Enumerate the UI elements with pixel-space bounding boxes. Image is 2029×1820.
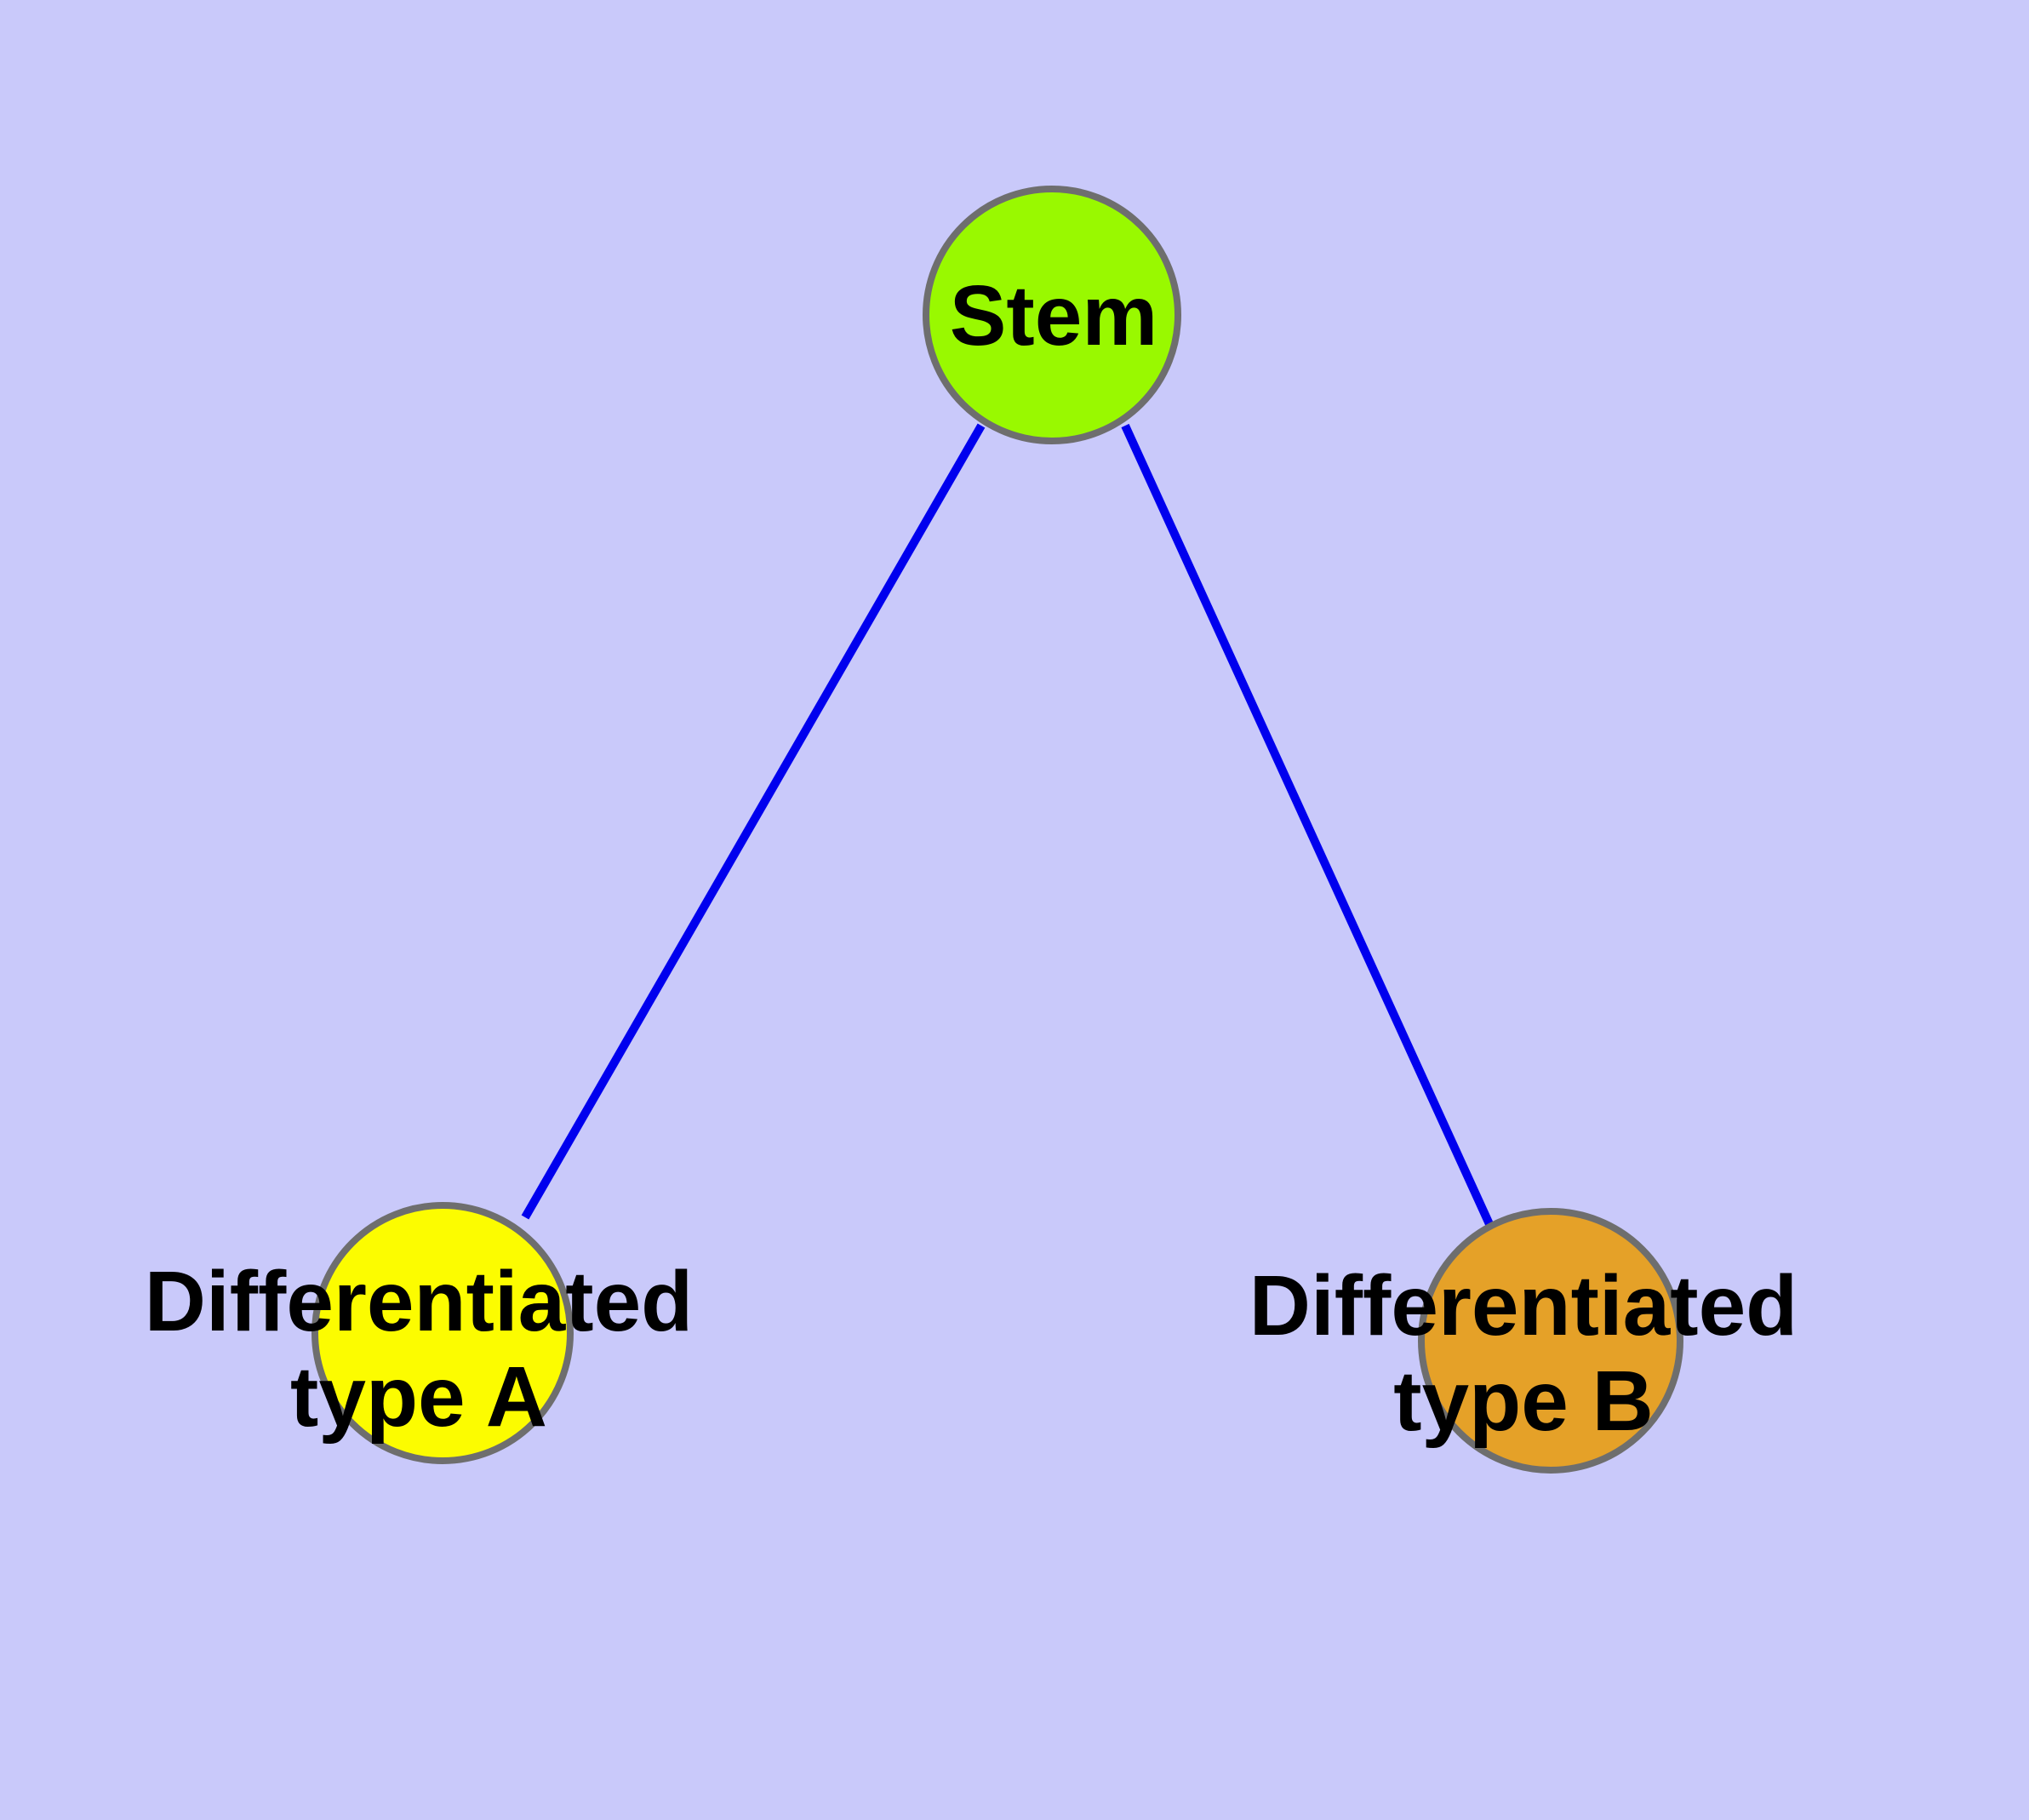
node-label-line: Stem	[950, 268, 1158, 363]
node-label-line: Differentiated	[145, 1254, 694, 1349]
edges-group	[521, 423, 1494, 1227]
node-stem-circle[interactable]	[923, 186, 1181, 444]
edge-stem-to-type-b[interactable]	[1121, 423, 1494, 1227]
node-stem-label: Stem	[950, 268, 1158, 363]
node-label-line: type A	[290, 1349, 547, 1445]
node-differentiated-type-b-circle[interactable]	[1418, 1208, 1683, 1474]
node-stem[interactable]: Stem	[923, 186, 1181, 444]
edge-stem-to-type-a[interactable]	[521, 423, 986, 1220]
node-label-line: Differentiated	[1249, 1258, 1798, 1354]
node-label-line: type B	[1393, 1354, 1654, 1449]
node-differentiated-type-a-circle[interactable]	[311, 1202, 574, 1464]
